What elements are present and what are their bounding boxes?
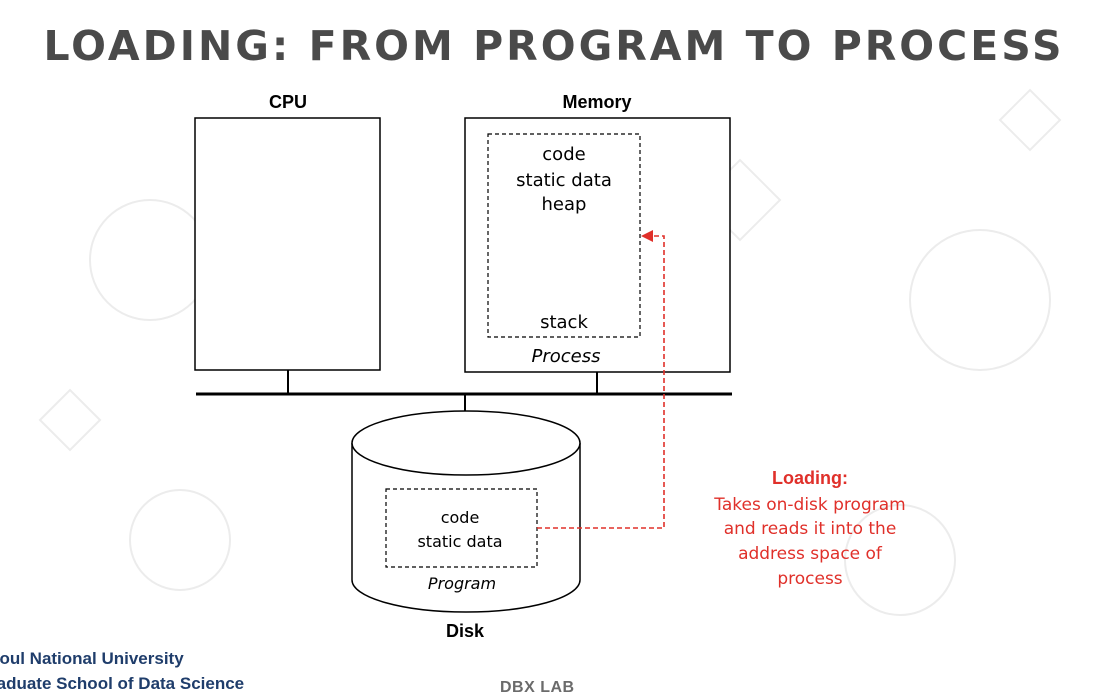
loading-line-4: process bbox=[777, 569, 842, 589]
loading-line-1: Takes on-disk program bbox=[713, 495, 905, 515]
loading-line-2: and reads it into the bbox=[724, 519, 897, 539]
loading-arrowhead bbox=[641, 230, 653, 242]
school-name: raduate School of Data Science bbox=[0, 674, 245, 693]
memory-box bbox=[464, 117, 731, 373]
disk-label: Disk bbox=[446, 621, 485, 641]
lab-name: DBX LAB bbox=[500, 679, 575, 696]
university-footer: eoul National University raduate School … bbox=[0, 646, 244, 696]
memory-static-data-label: static data bbox=[516, 170, 612, 191]
process-label: Process bbox=[532, 346, 601, 367]
memory-stack-label: stack bbox=[540, 312, 588, 333]
loading-line-3: address space of bbox=[738, 544, 883, 564]
cpu-label: CPU bbox=[269, 92, 307, 112]
process-address-space bbox=[487, 133, 641, 338]
university-name: eoul National University bbox=[0, 649, 184, 668]
loading-heading: Loading: bbox=[772, 468, 848, 488]
disk-static-data-label: static data bbox=[417, 532, 502, 551]
memory-heap-label: heap bbox=[542, 194, 587, 215]
cpu-box bbox=[194, 117, 381, 371]
loading-arrow bbox=[537, 235, 665, 529]
program-label: Program bbox=[428, 574, 496, 593]
slide-title: LOADING: FROM PROGRAM TO PROCESS bbox=[43, 22, 1065, 70]
memory-code-label: code bbox=[542, 144, 585, 165]
memory-label: Memory bbox=[562, 92, 631, 112]
disk-code-label: code bbox=[441, 508, 480, 527]
disk-cylinder bbox=[351, 410, 581, 613]
